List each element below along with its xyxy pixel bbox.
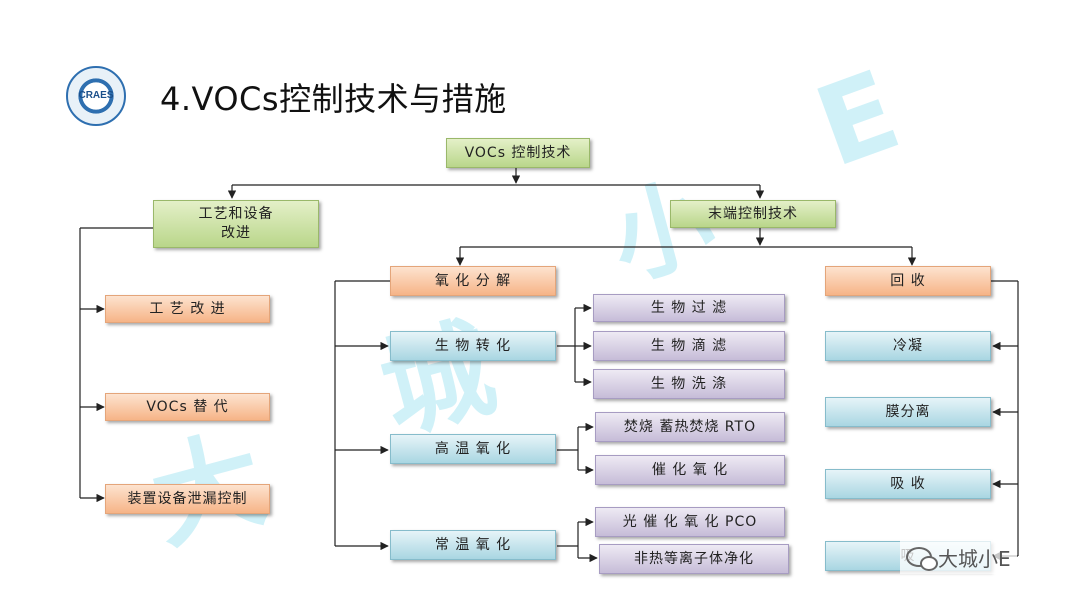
node-bio-conversion: 生 物 转 化: [390, 331, 556, 361]
left-item-process: 工 艺 改 进: [105, 295, 270, 323]
wechat-label: 大城小E: [938, 546, 1011, 571]
node-oxidation: 氧 化 分 解: [390, 266, 556, 296]
node-condensation: 冷凝: [825, 331, 991, 361]
logo-text: CRAES: [78, 90, 114, 101]
left-item-vocs-substitution: VOCs 替 代: [105, 393, 270, 421]
node-membrane-separation: 膜分离: [825, 397, 991, 427]
node-pco: 光 催 化 氧 化 PCO: [595, 507, 785, 537]
craes-logo: CRAES: [66, 66, 126, 126]
node-bio-trickling: 生 物 滴 滤: [593, 331, 785, 361]
node-recovery: 回 收: [825, 266, 991, 296]
node-bio-scrubbing: 生 物 洗 涤: [593, 369, 785, 399]
root-node: VOCs 控制技术: [446, 138, 590, 168]
node-ntp: 非热等离子体净化: [599, 544, 789, 574]
node-bio-filtration: 生 物 过 滤: [593, 294, 785, 322]
node-high-temp-oxidation: 高 温 氧 化: [390, 434, 556, 464]
node-normal-temp-oxidation: 常 温 氧 化: [390, 530, 556, 560]
node-absorption: 吸 收: [825, 469, 991, 499]
wechat-watermark: 大城小E: [900, 540, 1017, 574]
left-item-leak-control: 装置设备泄漏控制: [105, 484, 270, 514]
wechat-icon: [906, 547, 938, 571]
node-catalytic-oxidation: 催 化 氧 化: [595, 455, 785, 485]
branch-end-control: 末端控制技术: [670, 200, 836, 228]
node-rto: 焚烧 蓄热焚烧 RTO: [595, 412, 785, 442]
page-title: 4.VOCs控制技术与措施: [160, 80, 507, 118]
branch-process-equipment: 工艺和设备 改进: [153, 200, 319, 248]
